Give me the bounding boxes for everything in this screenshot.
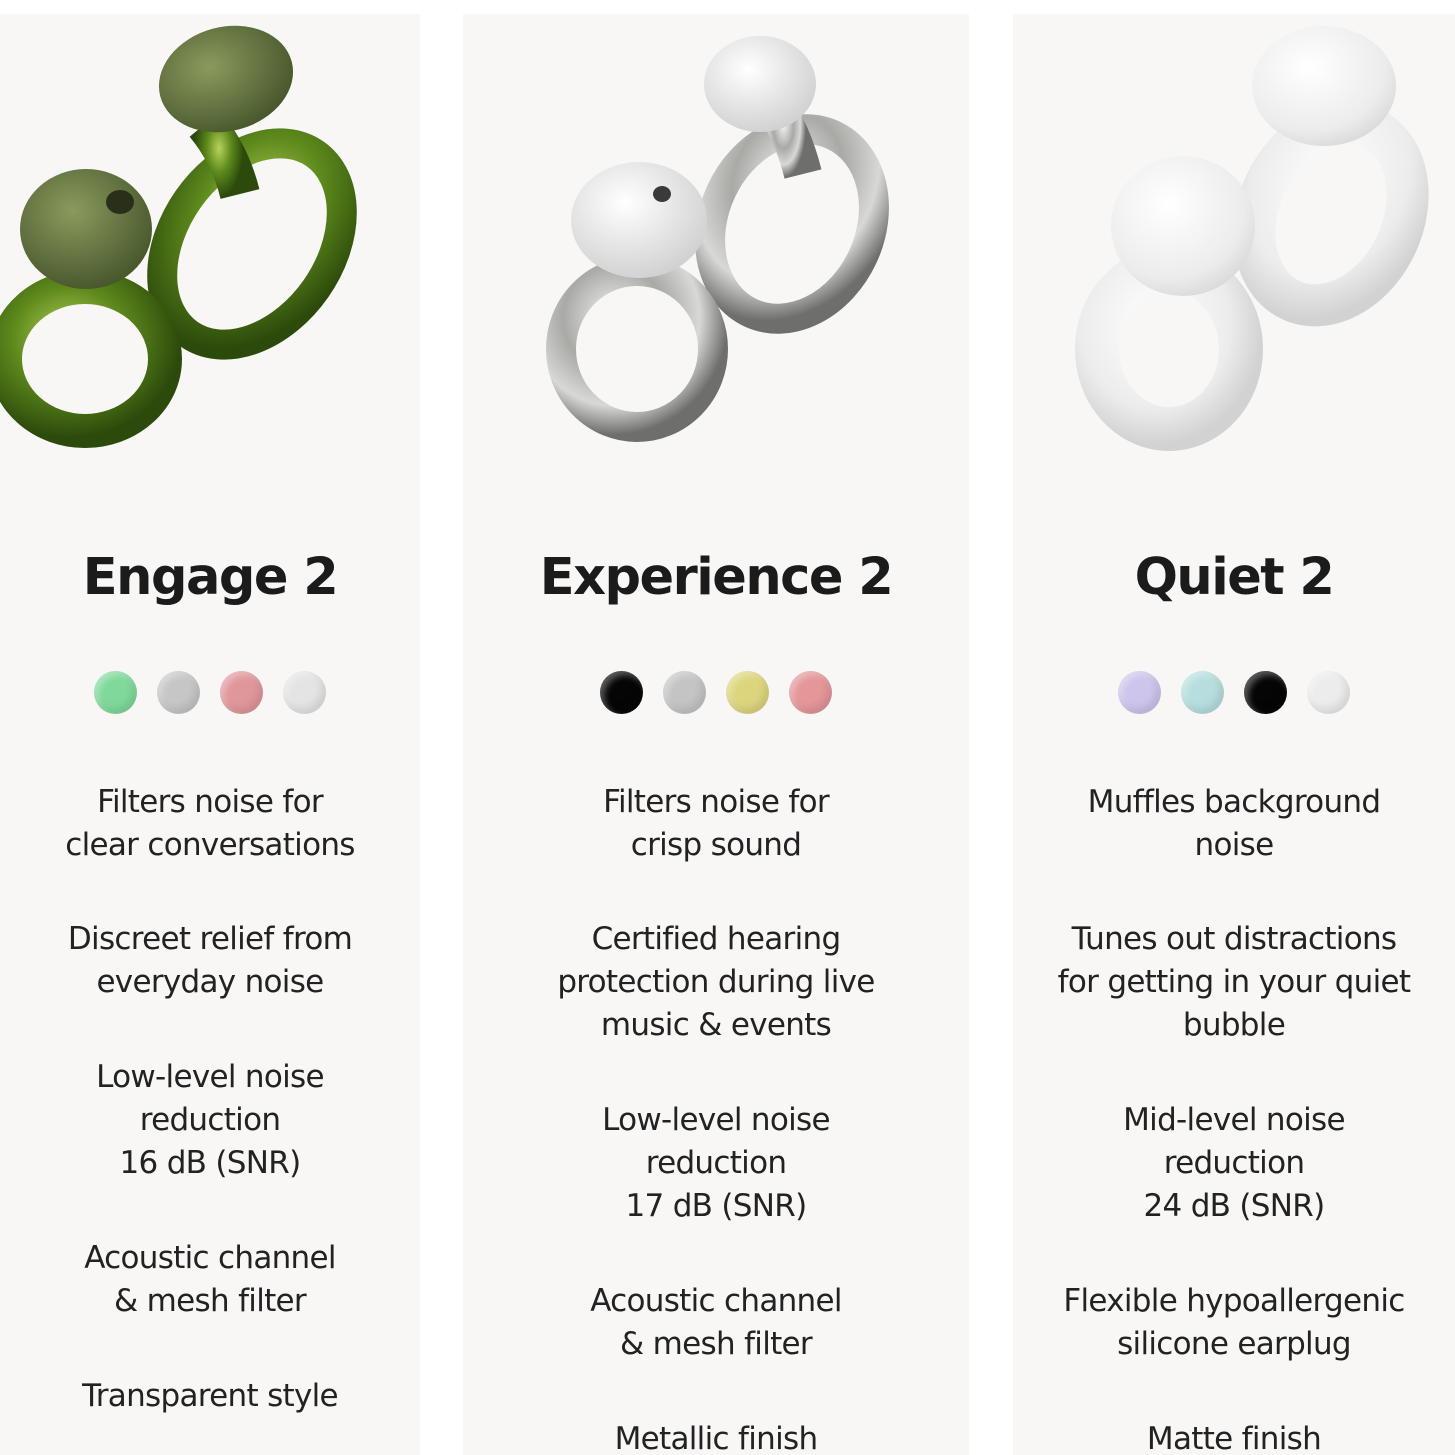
color-swatch-lavender[interactable] [1118,671,1161,714]
product-title: Engage 2 [82,548,339,607]
color-swatches [1013,671,1455,714]
feature-muffles-noise: Muffles background noise [1087,784,1381,863]
color-swatches [463,671,969,714]
product-title: Quiet 2 [1134,548,1335,607]
color-swatch-gold[interactable] [726,671,769,714]
color-swatch-green[interactable] [94,671,137,714]
color-swatch-mint[interactable] [1181,671,1224,714]
color-swatch-white[interactable] [283,671,326,714]
color-swatch-pink[interactable] [789,671,832,714]
feature-filter: Acoustic channel & mesh filter [590,1283,842,1362]
engage-earplugs-image [0,25,357,448]
color-swatch-pink[interactable] [220,671,263,714]
feature-noise-filter: Filters noise for crisp sound [603,784,830,863]
feature-noise-reduction: Mid-level noise reduction 24 dB (SNR) [1123,1102,1345,1224]
color-swatch-black[interactable] [600,671,643,714]
color-swatch-black[interactable] [1244,671,1287,714]
quiet-earplugs-image [1075,26,1429,451]
experience-earplugs-image [546,36,889,442]
color-swatch-white[interactable] [1307,671,1350,714]
feature-finish: Matte finish [1146,1421,1322,1455]
feature-certified-protection: Certified hearing protection during live… [557,921,875,1043]
product-card-experience: Experience 2 Filters noise for crisp sou… [463,14,969,1455]
feature-finish: Metallic finish [614,1421,818,1455]
product-card-engage: Engage 2 Filters noise for clear convers… [0,14,420,1455]
feature-noise-reduction: Low-level noise reduction 17 dB (SNR) [602,1102,830,1224]
feature-noise-reduction: Low-level noise reduction 16 dB (SNR) [96,1059,324,1181]
color-swatches [0,671,420,714]
product-card-quiet: Quiet 2 Muffles background noise Tunes o… [1013,14,1455,1455]
feature-style: Transparent style [82,1378,339,1414]
feature-relief: Discreet relief from everyday noise [67,921,353,1000]
feature-noise-filter: Filters noise for clear conversations [65,784,355,863]
feature-filter: Acoustic channel & mesh filter [84,1240,336,1319]
feature-material: Flexible hypoallergenic silicone earplug [1063,1283,1405,1362]
product-title: Experience 2 [539,548,894,607]
feature-tunes-out-distractions: Tunes out distractions for getting in yo… [1057,921,1411,1043]
color-swatch-silver[interactable] [157,671,200,714]
color-swatch-silver[interactable] [663,671,706,714]
